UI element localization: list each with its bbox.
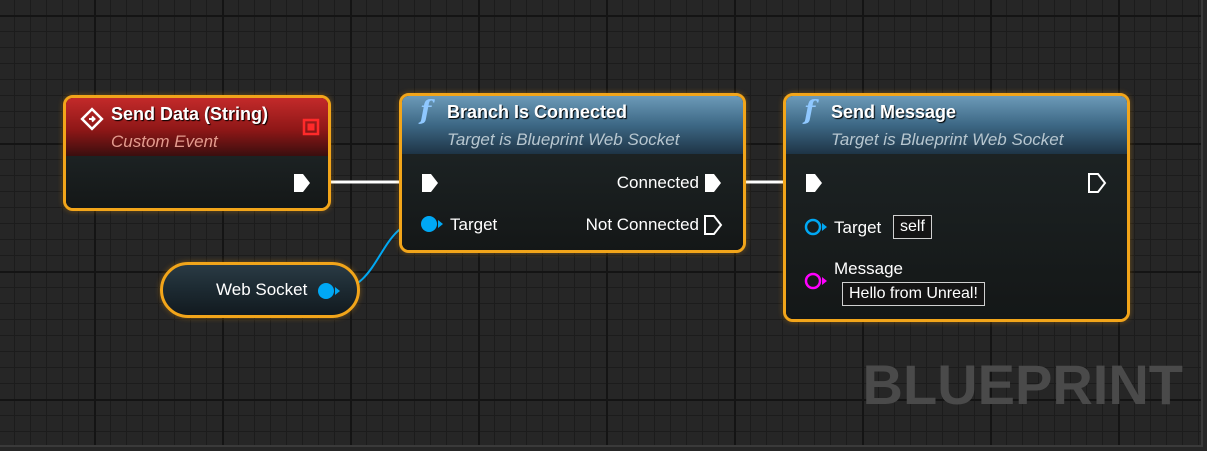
branch-node-title: Branch Is Connected [447,102,628,122]
variable-label: Web Socket [216,280,308,299]
target-object-pin[interactable] [419,214,445,234]
branch-node-header[interactable]: f Branch Is Connected Target is Blueprin… [402,96,743,154]
send-message-node[interactable]: f Send Message Target is Blueprint Web S… [783,93,1130,322]
object-out-pin[interactable] [316,281,342,301]
function-icon: f [420,96,432,126]
custom-event-node[interactable]: Send Data (String) Custom Event [63,95,331,211]
exec-out-pin[interactable] [292,172,312,194]
message-string-pin[interactable] [803,271,829,291]
exec-out-not-connected-pin[interactable] [703,214,723,236]
event-node-header[interactable]: Send Data (String) Custom Event [66,98,328,156]
send-node-body: Target self Message Hello from Unreal! [786,154,1127,319]
send-node-subtitle: Target is Blueprint Web Socket [831,130,1064,149]
send-node-title: Send Message [831,102,957,122]
message-pin-label: Message [834,259,903,278]
message-input-field[interactable]: Hello from Unreal! [842,282,985,306]
branch-node-body: Connected Target Not Connected [402,154,743,250]
function-icon: f [804,96,816,126]
target-pin-label: Target [834,218,882,237]
branch-is-connected-node[interactable]: f Branch Is Connected Target is Blueprin… [399,93,746,253]
exec-out-pin[interactable] [1087,172,1107,194]
branch-node-subtitle: Target is Blueprint Web Socket [447,130,680,149]
exec-out-connected-pin[interactable] [703,172,723,194]
event-node-subtitle: Custom Event [111,132,218,151]
connected-pin-label: Connected [616,173,699,192]
not-connected-pin-label: Not Connected [585,215,699,234]
delegate-pin-icon[interactable] [302,118,320,136]
event-node-body [66,156,328,208]
exec-in-pin[interactable] [420,172,440,194]
exec-in-pin[interactable] [804,172,824,194]
target-default-value[interactable]: self [893,215,932,239]
event-node-title: Send Data (String) [111,104,269,124]
web-socket-variable-node[interactable]: Web Socket [160,262,360,318]
target-object-pin[interactable] [803,217,829,237]
custom-event-icon [80,107,104,131]
target-pin-label: Target [450,215,498,234]
send-node-header[interactable]: f Send Message Target is Blueprint Web S… [786,96,1127,154]
blueprint-watermark: BLUEPRINT [862,353,1183,416]
